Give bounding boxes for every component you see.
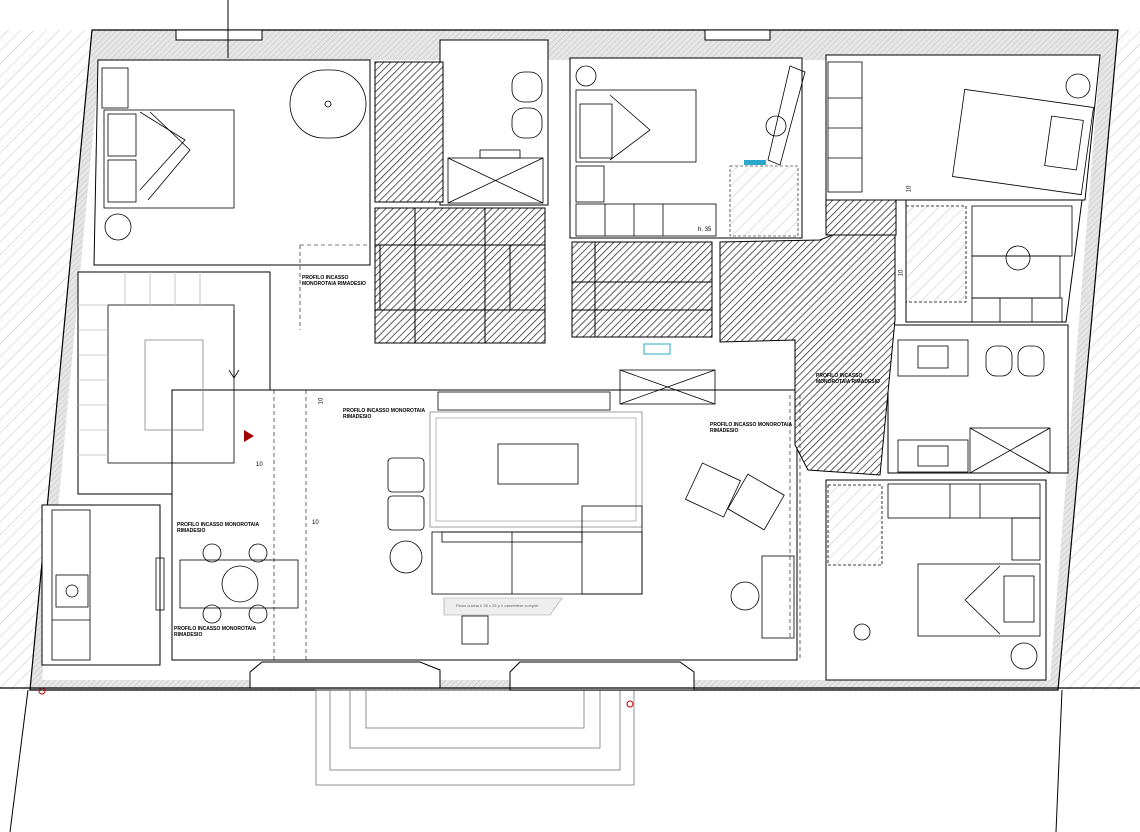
bed-right-second bbox=[905, 205, 1073, 323]
bed-top-right bbox=[827, 61, 1094, 196]
door-swing-1 bbox=[729, 165, 799, 237]
dimension-h35: h. 35 bbox=[698, 227, 712, 233]
right-bathroom-fixtures bbox=[897, 339, 1051, 474]
accent-mark-2 bbox=[643, 343, 671, 355]
accent-mark-1 bbox=[744, 160, 766, 165]
dimension-2: 10 bbox=[256, 462, 263, 468]
dashed-profile-lines bbox=[171, 244, 801, 660]
bed-bottom-right bbox=[827, 483, 1041, 670]
site-boundary-left bbox=[9, 689, 29, 832]
site-boundary-right bbox=[1055, 689, 1063, 832]
bed-top-center bbox=[575, 65, 806, 237]
bathtub bbox=[289, 69, 367, 139]
entrance-steps bbox=[315, 689, 635, 786]
dimension-1: 10 bbox=[318, 397, 325, 405]
top-bathroom-fixtures bbox=[447, 71, 544, 204]
sofa-note-box bbox=[443, 597, 563, 616]
facade-bays bbox=[175, 29, 771, 691]
marker-circle-right bbox=[626, 700, 634, 708]
staircase bbox=[78, 272, 240, 464]
stair-marker bbox=[244, 430, 254, 442]
dimension-3: 10 bbox=[312, 520, 319, 526]
exterior-hatch bbox=[0, 30, 1140, 690]
master-bed bbox=[101, 67, 235, 241]
hatched-zones bbox=[374, 61, 897, 476]
rooms bbox=[41, 39, 1101, 681]
dimension-4: 10 bbox=[906, 185, 913, 193]
living-furniture bbox=[387, 369, 795, 645]
dining-set bbox=[155, 543, 299, 624]
kitchen bbox=[51, 509, 91, 661]
sofa-note: Piano cucina h 35 x 25 p x cassettiere c… bbox=[456, 603, 539, 608]
wardrobe-dividers bbox=[375, 208, 712, 343]
dimension-5: 10 bbox=[898, 269, 905, 277]
